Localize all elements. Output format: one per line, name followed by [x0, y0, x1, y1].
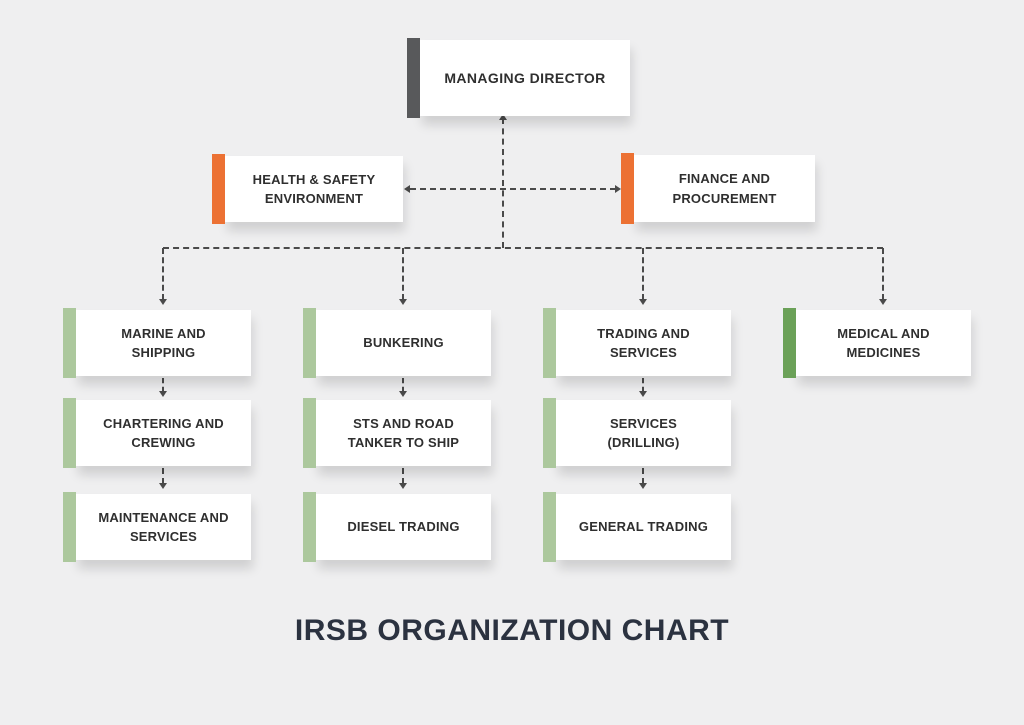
connector-distribution-line: [163, 247, 883, 249]
accent-bar-green: [543, 308, 556, 378]
arrow-down-icon: [399, 483, 407, 489]
accent-bar-green: [63, 492, 76, 562]
accent-bar-orange: [212, 154, 225, 224]
org-node-label: MARINE AND SHIPPING: [121, 325, 206, 361]
org-node-chartering-crewing: CHARTERING AND CREWING: [63, 398, 251, 468]
accent-bar-dark: [407, 38, 420, 118]
connector-director-trunk: [502, 118, 504, 248]
arrow-down-icon: [399, 391, 407, 397]
accent-bar-orange: [621, 153, 634, 224]
org-node-managing-director: MANAGING DIRECTOR: [407, 38, 630, 118]
arrow-down-icon: [879, 299, 887, 305]
connector-drop-medical: [882, 248, 884, 300]
arrow-down-icon: [639, 483, 647, 489]
org-node-marine-shipping: MARINE AND SHIPPING: [63, 308, 251, 378]
connector-marine-chartering: [162, 378, 164, 392]
arrow-down-icon: [159, 391, 167, 397]
accent-bar-green: [63, 308, 76, 378]
org-node-label: MAINTENANCE AND SERVICES: [98, 509, 229, 545]
org-node-label: STS AND ROAD TANKER TO SHIP: [347, 415, 460, 451]
arrow-down-icon: [159, 299, 167, 305]
org-node-label: GENERAL TRADING: [578, 519, 709, 535]
org-node-medical-medicines: MEDICAL AND MEDICINES: [783, 308, 971, 378]
org-node-label: CHARTERING AND CREWING: [103, 415, 224, 451]
org-node-label: BUNKERING: [363, 335, 444, 351]
org-node-diesel-trading: DIESEL TRADING: [303, 492, 491, 562]
accent-bar-green: [303, 492, 316, 562]
arrow-down-icon: [639, 391, 647, 397]
accent-bar-green: [543, 492, 556, 562]
org-node-label: MEDICAL AND MEDICINES: [837, 325, 930, 361]
org-node-general-trading: GENERAL TRADING: [543, 492, 731, 562]
org-node-trading-services: TRADING AND SERVICES: [543, 308, 731, 378]
org-node-label: TRADING AND SERVICES: [597, 325, 690, 361]
connector-staff-line: [410, 188, 616, 190]
arrow-left-icon: [404, 185, 410, 193]
accent-bar-green: [303, 398, 316, 468]
connector-bunkering-sts: [402, 378, 404, 392]
connector-sts-diesel: [402, 468, 404, 484]
arrow-down-icon: [639, 299, 647, 305]
connector-services-general: [642, 468, 644, 484]
org-node-sts-road-tanker: STS AND ROAD TANKER TO SHIP: [303, 398, 491, 468]
org-node-label: DIESEL TRADING: [347, 519, 460, 535]
arrow-up-icon: [499, 114, 507, 120]
accent-bar-green: [543, 398, 556, 468]
org-node-maintenance-services: MAINTENANCE AND SERVICES: [63, 492, 251, 562]
accent-bar-green: [63, 398, 76, 468]
connector-drop-marine: [162, 248, 164, 300]
org-node-health-safety-environment: HEALTH & SAFETY ENVIRONMENT: [212, 154, 403, 224]
org-node-label: HEALTH & SAFETY ENVIRONMENT: [252, 171, 376, 207]
arrow-down-icon: [399, 299, 407, 305]
accent-bar-green: [303, 308, 316, 378]
org-node-label: FINANCE AND PROCUREMENT: [672, 171, 777, 206]
connector-drop-bunkering: [402, 248, 404, 300]
org-node-services-drilling: SERVICES (DRILLING): [543, 398, 731, 468]
connector-trading-services: [642, 378, 644, 392]
org-node-label: SERVICES (DRILLING): [607, 415, 680, 451]
org-node-label: MANAGING DIRECTOR: [444, 69, 606, 86]
chart-title: IRSB ORGANIZATION CHART: [294, 614, 730, 647]
accent-bar-green-dark: [783, 308, 796, 378]
org-node-bunkering: BUNKERING: [303, 308, 491, 378]
org-node-finance-procurement: FINANCE AND PROCUREMENT: [621, 153, 815, 224]
connector-drop-trading: [642, 248, 644, 300]
arrow-down-icon: [159, 483, 167, 489]
connector-chartering-maintenance: [162, 468, 164, 484]
arrow-right-icon: [615, 185, 621, 193]
